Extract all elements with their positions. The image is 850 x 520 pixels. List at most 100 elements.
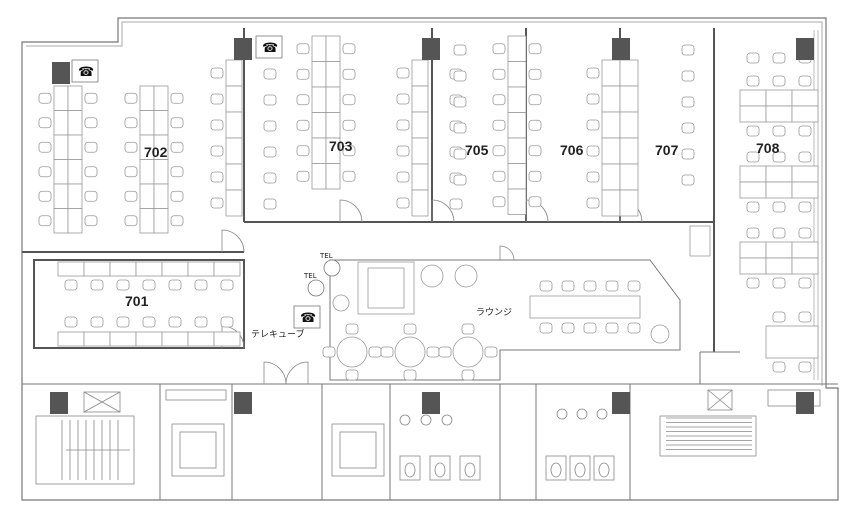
column-pillar (422, 38, 440, 60)
chair (84, 190, 98, 202)
desk (739, 257, 767, 275)
desk (601, 111, 621, 139)
desk (791, 241, 819, 259)
chair (396, 93, 410, 105)
room-706-label: 706 (560, 142, 584, 158)
desk (225, 189, 243, 217)
chair (296, 94, 310, 106)
phone-booths: ☎☎☎ (71, 35, 341, 329)
chair (263, 68, 277, 80)
chair (746, 75, 760, 87)
chair (38, 92, 52, 104)
chair (492, 145, 506, 157)
desk (507, 137, 527, 164)
armchair (420, 264, 444, 288)
desk (765, 325, 819, 359)
chair (342, 43, 356, 55)
chair (746, 277, 760, 289)
desk (225, 85, 243, 113)
room-701-label: 701 (125, 293, 149, 309)
chair (263, 172, 277, 184)
chair (342, 145, 356, 157)
lounge-label: ラウンジ (476, 307, 512, 318)
chair (396, 171, 410, 183)
chair (124, 92, 138, 104)
desk (619, 111, 639, 139)
chair (583, 280, 597, 292)
chair (368, 346, 382, 358)
desk (507, 61, 527, 88)
chair (322, 346, 336, 358)
desk (67, 208, 83, 234)
chair (142, 279, 156, 291)
stair-icon (35, 415, 135, 485)
desk (225, 163, 243, 191)
room-708-label: 708 (756, 140, 780, 156)
column-pillar (612, 392, 630, 414)
desk (601, 189, 621, 217)
chair (210, 67, 224, 79)
desk (153, 110, 169, 136)
tel-booth-icon (323, 259, 341, 277)
chair (583, 322, 597, 334)
chair (746, 227, 760, 239)
door-swing (499, 245, 515, 261)
chair (345, 323, 359, 335)
desk (57, 261, 85, 277)
room-703-label: 703 (329, 138, 353, 154)
round-table (336, 336, 368, 368)
chair (539, 280, 553, 292)
chair (426, 346, 440, 358)
desk (311, 35, 327, 62)
chair (38, 215, 52, 227)
desk (153, 85, 169, 111)
chair (396, 67, 410, 79)
shaft-x (83, 391, 121, 413)
cabinet (689, 225, 711, 257)
chair (396, 197, 410, 209)
chair (798, 227, 812, 239)
building-core (35, 389, 821, 485)
desk (411, 59, 429, 87)
chair (84, 92, 98, 104)
chair (345, 369, 359, 381)
desk (791, 89, 819, 107)
chair (798, 75, 812, 87)
tel-label-1: TEL (319, 252, 333, 260)
column-pillar (612, 38, 630, 60)
chair (380, 346, 394, 358)
chair (484, 346, 498, 358)
chair (586, 93, 600, 105)
chair (38, 190, 52, 202)
chair (142, 316, 156, 328)
desk (619, 189, 639, 217)
phone-booth (255, 35, 283, 59)
chair (170, 166, 184, 178)
chair (296, 145, 310, 157)
chair (492, 196, 506, 208)
chair (194, 316, 208, 328)
chair (170, 215, 184, 227)
chair (798, 277, 812, 289)
chair (772, 311, 786, 323)
chair (342, 68, 356, 80)
chair (492, 94, 506, 106)
vent-panel (767, 389, 821, 407)
desk (53, 208, 69, 234)
plant-icon (650, 324, 670, 344)
desk (187, 261, 215, 277)
column-pillar (796, 38, 814, 60)
desk (139, 85, 155, 111)
chair (453, 174, 467, 186)
shaft (83, 391, 121, 413)
desk (153, 208, 169, 234)
plant-icon (332, 294, 350, 312)
washbasin (596, 408, 608, 420)
chair (263, 120, 277, 132)
chair (84, 215, 98, 227)
desk (135, 331, 163, 347)
desk (601, 85, 621, 113)
desk (325, 35, 341, 62)
toilet-stall (545, 455, 567, 481)
